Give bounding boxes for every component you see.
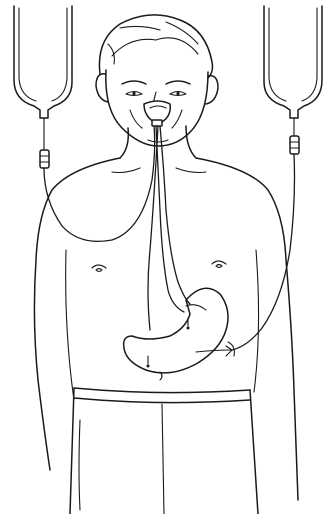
trousers [70, 388, 258, 514]
left-fluid-bag [14, 6, 72, 168]
torso [34, 126, 298, 500]
tubing [44, 126, 295, 350]
stomach-diagram [124, 288, 235, 373]
nasal-tube-fixture [144, 101, 170, 126]
right-fluid-bag [264, 6, 322, 154]
